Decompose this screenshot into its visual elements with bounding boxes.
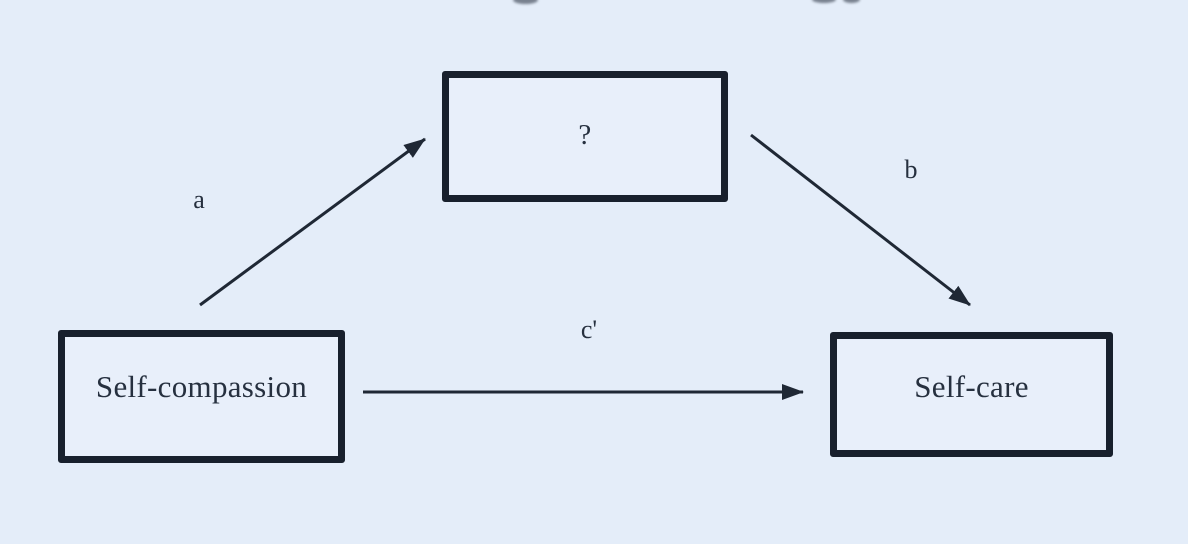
predictor-label: Self-compassion: [95, 369, 308, 404]
mediator-box: ?: [442, 71, 728, 202]
arrow-path-b: [750, 133, 971, 307]
arrow-path-a: [199, 137, 426, 307]
mediator-label: ?: [578, 119, 592, 151]
path-a-label: a: [193, 185, 205, 214]
cropped-title-fragment: [513, 0, 538, 4]
path-b-label: b: [904, 155, 918, 184]
outcome-box: Self-care: [830, 332, 1113, 457]
cropped-title-fragment: [843, 0, 860, 3]
outcome-label: Self-care: [914, 369, 1029, 404]
path-c-prime-label: c': [580, 315, 598, 344]
cropped-title-fragment: [812, 0, 836, 3]
predictor-box: Self-compassion: [58, 330, 345, 463]
